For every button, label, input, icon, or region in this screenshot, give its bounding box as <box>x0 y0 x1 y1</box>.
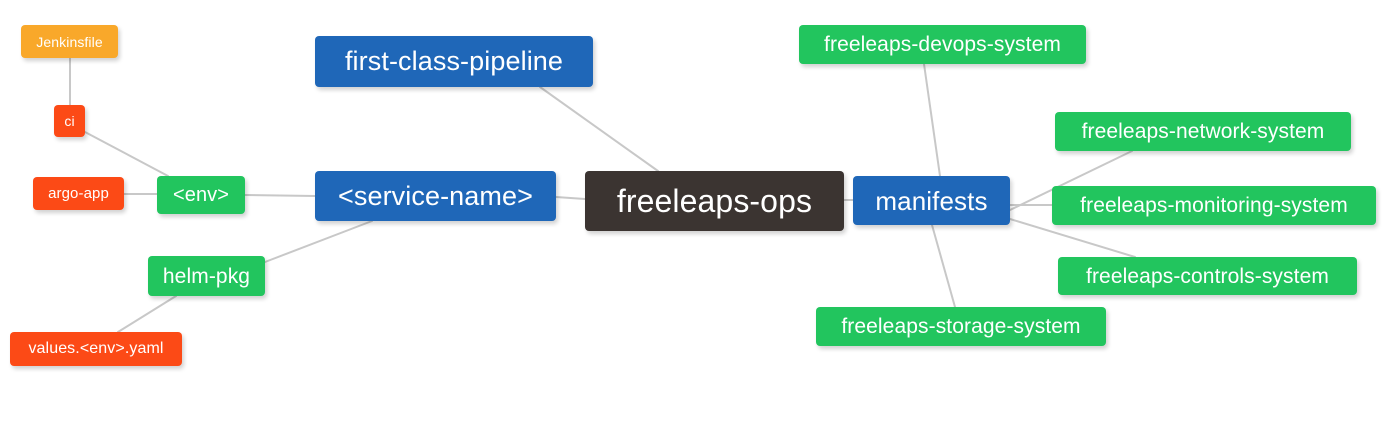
edge-first-class-pipeline-to-freeleaps-ops <box>539 86 659 172</box>
node-helm-pkg[interactable]: helm-pkg <box>148 256 265 296</box>
node-env[interactable]: <env> <box>157 176 245 214</box>
node-freeleaps-ops[interactable]: freeleaps-ops <box>585 171 844 231</box>
edge-helm-pkg-to-service-name <box>264 220 373 263</box>
node-values-yaml[interactable]: values.<env>.yaml <box>10 332 182 366</box>
node-argo-app[interactable]: argo-app <box>33 177 124 210</box>
edge-manifests-to-freeleaps-storage-system <box>931 224 956 308</box>
edge-manifests-to-freeleaps-network-system <box>1009 150 1133 211</box>
node-ci[interactable]: ci <box>54 105 85 137</box>
edge-ci-to-env <box>84 131 169 177</box>
node-freeleaps-controls-system[interactable]: freeleaps-controls-system <box>1058 257 1357 295</box>
node-freeleaps-storage-system[interactable]: freeleaps-storage-system <box>816 307 1106 346</box>
edge-manifests-to-freeleaps-controls-system <box>1009 218 1136 258</box>
node-jenkinsfile[interactable]: Jenkinsfile <box>21 25 118 58</box>
edge-service-name-to-freeleaps-ops <box>555 196 586 200</box>
node-freeleaps-network-system[interactable]: freeleaps-network-system <box>1055 112 1351 151</box>
node-service-name[interactable]: <service-name> <box>315 171 556 221</box>
node-manifests[interactable]: manifests <box>853 176 1010 225</box>
edge-env-to-service-name <box>244 194 316 197</box>
node-freeleaps-devops-system[interactable]: freeleaps-devops-system <box>799 25 1086 64</box>
node-freeleaps-monitoring-system[interactable]: freeleaps-monitoring-system <box>1052 186 1376 225</box>
edge-values-yaml-to-helm-pkg <box>117 295 177 333</box>
edge-manifests-to-freeleaps-devops-system <box>923 63 941 177</box>
node-first-class-pipeline[interactable]: first-class-pipeline <box>315 36 593 87</box>
